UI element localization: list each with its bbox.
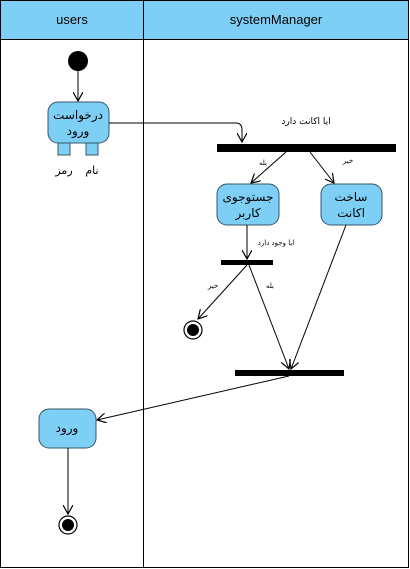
decision-bar-has-account <box>217 144 396 152</box>
pin-name <box>85 142 99 156</box>
join-bar <box>235 370 344 376</box>
activity-login-label: ورود <box>56 421 79 436</box>
lane-header-system-manager <box>143 0 409 40</box>
label-yes-2: بله <box>266 282 274 290</box>
activity-search-user-line1: جستوجوی <box>223 190 274 205</box>
flow-yes-to-search <box>251 151 287 183</box>
decision-has-account-label: ایا اکانت دارد <box>281 117 330 127</box>
activity-create-account-line1: ساخت <box>335 190 368 204</box>
initial-node <box>68 51 88 71</box>
pin-name-label: نام <box>85 164 98 177</box>
flow-yes-to-join <box>248 264 289 369</box>
flow-no-to-final <box>198 264 248 319</box>
final-node-end-core <box>62 519 74 531</box>
activity-search-user <box>216 183 280 226</box>
activity-search-user-line2: کاربر <box>234 206 260 221</box>
label-no-1: خیر <box>342 157 353 165</box>
activity-login-request-line1: درخواست <box>53 108 103 123</box>
label-yes-1: بله <box>259 159 267 167</box>
decision-exists-label: ایا وجود دارد <box>258 239 295 247</box>
flow-join-to-login <box>97 375 290 420</box>
lane-header-users <box>0 0 144 40</box>
activity-create-account-line2: اکانت <box>337 206 365 220</box>
flow-create-to-join <box>291 224 347 369</box>
pin-password-label: رمز <box>54 164 72 177</box>
decision-bar-exists <box>221 260 273 265</box>
activity-create-account <box>320 183 383 226</box>
pin-password <box>57 142 71 156</box>
flow-request-to-fork <box>109 122 242 142</box>
lane-title-users: users <box>56 12 88 27</box>
lane-title-system-manager: systemManager <box>230 12 323 27</box>
flow-no-to-create <box>309 151 334 183</box>
activity-login-request-line2: ورود <box>67 124 90 139</box>
final-node-search-core <box>187 324 199 336</box>
label-no-2: خیر <box>207 282 218 290</box>
